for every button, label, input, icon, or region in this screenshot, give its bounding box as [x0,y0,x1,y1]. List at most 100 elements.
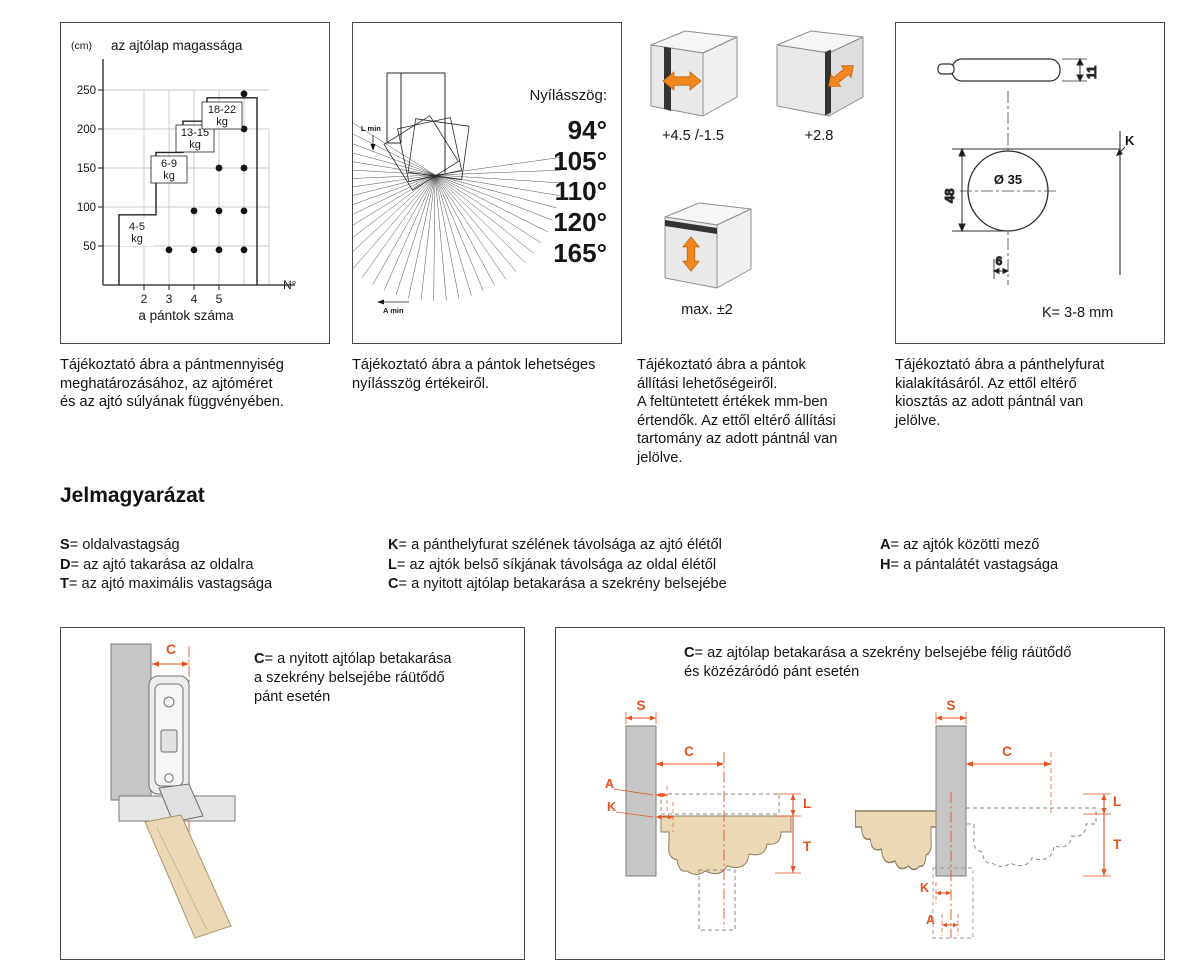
a-min-label: A min [383,306,404,315]
svg-text:A: A [605,777,614,791]
hinge-quantity-panel: (cm) az ajtólap magassága [60,22,330,344]
hinge-body [148,675,190,795]
svg-text:6-9: 6-9 [161,158,177,170]
svg-text:kg: kg [131,233,143,245]
svg-text:K: K [607,800,616,814]
depth-adjust-cube [776,30,864,117]
svg-text:150: 150 [77,163,96,175]
svg-text:3: 3 [166,292,173,306]
legend-item-k: K= a pánthelyfurat szélének távolsága az… [388,536,868,556]
cup-drilling-drawing: 11 Ø 35 48 6 K [937,57,1135,321]
note-text: = a nyitott ajtólap betakarása a szekrén… [254,651,452,705]
svg-text:S: S [946,698,955,713]
svg-text:250: 250 [77,85,96,97]
legend-text: = az ajtók belső síkjának távolsága az o… [396,556,717,573]
svg-text:13-15: 13-15 [181,127,209,139]
moulded-door-section [660,815,792,875]
cube-faces [664,202,752,289]
dim-k-left: K [607,800,674,832]
caption-opening-angles: Tájékoztató ábra a pántok lehetséges nyí… [352,357,596,392]
dim-s-left: S [625,698,657,724]
side-adjust-arrow [662,71,702,91]
dim-t-right: T [1083,814,1122,877]
min-dims: L min A min [361,124,409,315]
moulded-door-section-2 [854,810,937,871]
dim-l-left: L [775,793,811,817]
chart-x-title: a pántok száma [138,308,234,323]
l-min-label: L min [361,124,381,133]
cup-side-profile [937,58,1061,82]
weight-labels: 4-5 kg 6-9 kg 13-15 kg 18-22 kg [120,101,243,246]
height-adjust-cube [664,202,752,289]
legend-key: A [880,537,891,553]
height-adjust-arrow [682,236,700,272]
dim-a-right: A [926,913,959,936]
dim-k-right: K [920,881,951,904]
drilling-panel: 11 Ø 35 48 6 K [895,22,1165,344]
half-overlay-box: C= az ajtólap betakarása a szekrény bels… [555,627,1165,960]
door-lower-outline-2 [932,867,974,939]
door-gap-slot [825,49,831,116]
svg-text:T: T [1113,837,1122,852]
diameter-label: Ø 35 [994,172,1022,187]
svg-text:5: 5 [216,292,223,306]
hinge-arm [158,783,204,823]
open-door-section [144,814,232,939]
svg-text:kg: kg [216,116,228,128]
opening-angle-title: Nyílásszög: [529,87,607,104]
angle-value-110: 110° [554,176,607,207]
side-adjust-cube [650,30,738,117]
depth-adjust-value: +2.8 [804,128,834,144]
dim-t-left: T [775,816,812,874]
note-text: = az ajtólap betakarása a szekrény belse… [684,645,1072,680]
legend-title: Jelmagyarázat [60,484,205,507]
svg-text:4: 4 [191,292,198,306]
svg-text:S: S [636,698,645,713]
height-adjust-value: max. ±2 [681,302,733,318]
svg-text:48: 48 [942,189,957,203]
angle-value-94: 94° [567,115,607,145]
dim-key-c: C [684,645,695,661]
svg-text:kg: kg [163,170,175,182]
overlay-note-right: C= az ajtólap betakarása a szekrény bels… [684,644,1139,682]
legend-item-a: A= az ajtók közötti mező [880,536,1180,556]
svg-text:C: C [1002,744,1012,759]
caption-drilling: Tájékoztató ábra a pánthelyfurat kialakí… [895,357,1105,429]
svg-text:C: C [684,744,694,759]
door-gap-slot [665,220,717,234]
svg-text:L: L [803,796,811,811]
opening-angle-diagram: L min A min [353,72,561,315]
dim-c-right: C [966,744,1052,816]
cube-faces [776,30,864,117]
svg-text:K: K [920,881,929,895]
opening-angle-panel: L min A min Nyílásszög: 94° 105° 110° 12… [352,22,622,344]
svg-text:200: 200 [77,124,96,136]
svg-text:4-5: 4-5 [129,221,145,233]
angle-value-120: 120° [553,207,607,238]
legend-column-2: K= a pánthelyfurat szélének távolsága az… [388,536,868,595]
overlay-note-left: C= a nyitott ajtólap betakarása a szekré… [254,650,499,707]
svg-text:K: K [1125,133,1135,148]
legend-key: T [60,576,69,593]
legend-text: = oldalvastagság [69,537,180,553]
svg-text:2: 2 [141,292,148,306]
legend-item-c: C= a nyitott ajtólap betakarása a szekré… [388,575,868,595]
fan-lines [353,122,561,302]
caption-adjustment: Tájékoztató ábra a pántok állítási lehet… [637,357,838,466]
legend-item-d: D= az ajtó takarása az oldalra [60,556,370,576]
side-adjust-value: +4.5 /-1.5 [661,128,725,144]
angle-value-105: 105° [553,145,607,176]
chart-y-unit: (cm) [71,40,92,52]
door-panel [110,643,152,801]
dim-l-right: L [1083,793,1121,815]
dim-6: 6 [992,254,1010,279]
chart-axes [102,59,295,286]
legend-item-s: S= oldalvastagság [60,536,370,556]
svg-text:50: 50 [83,241,96,253]
chart-grid [103,89,270,285]
dim-c-left: C [656,744,724,767]
dim-cup-height: 11 [1062,57,1100,83]
svg-text:C: C [166,641,176,657]
hinge-count-chart: (cm) az ajtólap magassága [71,38,297,323]
